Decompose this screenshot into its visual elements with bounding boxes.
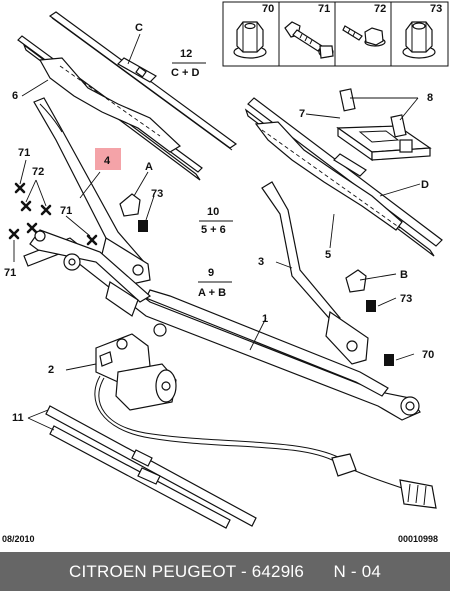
callout-71-bottom: 71 <box>4 267 16 279</box>
wiper-blade-6 <box>17 35 203 181</box>
callout-6: 6 <box>12 90 18 102</box>
callout-12-sub: C + D <box>171 67 199 79</box>
callout-71-top: 71 <box>18 147 30 159</box>
wiper-motor-2 <box>94 333 437 509</box>
callout-11: 11 <box>12 412 24 424</box>
cap-b <box>345 269 367 293</box>
callout-d: D <box>421 179 429 191</box>
callout-8: 8 <box>427 92 433 104</box>
callout-72: 72 <box>32 166 44 178</box>
nut-73-marker-icon <box>366 300 376 312</box>
callout-4: 4 <box>104 155 111 167</box>
wiper-arm-4 <box>33 97 151 285</box>
inset-label-73: 73 <box>430 3 442 15</box>
callout-b: B <box>400 269 408 281</box>
bolt-71-icon <box>284 21 334 59</box>
callout-3: 3 <box>258 256 264 268</box>
callout-c: C <box>135 22 143 34</box>
callout-70: 70 <box>422 349 434 361</box>
inset-label-71: 71 <box>318 3 330 15</box>
wiper-linkage-1 <box>23 229 421 421</box>
inset-label-72: 72 <box>374 3 386 15</box>
callout-10-sub: 5 + 6 <box>201 224 226 236</box>
leader-lines <box>13 33 421 431</box>
hardware-inset: 70 71 72 73 <box>222 1 449 67</box>
wiper-arm-3 <box>261 181 369 365</box>
callout-71-mid: 71 <box>60 205 72 217</box>
callout-9: 9 <box>208 267 214 279</box>
diagram-date: 08/2010 <box>2 534 35 544</box>
footer-bar: CITROEN PEUGEOT - 6429l6 N - 04 <box>0 552 450 591</box>
flange-nut-70-marker-icon <box>384 354 394 366</box>
callout-labels: C 12 C + D 6 4 A 73 71 72 71 71 10 5 + 6… <box>4 22 434 424</box>
callout-7: 7 <box>299 108 305 120</box>
callout-12: 12 <box>180 48 192 60</box>
cap-a <box>119 193 141 217</box>
callout-a: A <box>145 161 153 173</box>
callout-1: 1 <box>262 313 268 325</box>
footer-part-reference: CITROEN PEUGEOT - 6429l6 N - 04 <box>68 561 382 581</box>
x-marker-icons <box>8 182 98 246</box>
callout-5: 5 <box>325 249 331 261</box>
nut-73-icon <box>402 21 436 59</box>
inset-label-70: 70 <box>262 3 274 15</box>
callout-73-a: 73 <box>151 188 163 200</box>
callout-73-b: 73 <box>400 293 412 305</box>
callout-4-highlight <box>95 148 121 170</box>
diagram-reference: 00010998 <box>398 534 438 544</box>
wiper-blade-d <box>244 97 443 257</box>
flange-nut-70-icon <box>233 21 267 59</box>
callout-9-sub: A + B <box>198 287 226 299</box>
callout-10: 10 <box>207 206 219 218</box>
screw-72-icon <box>342 25 386 47</box>
callout-2: 2 <box>48 364 54 376</box>
wiper-refills-11 <box>45 405 257 529</box>
nut-73-marker-icon <box>138 220 148 232</box>
cap-8 <box>336 88 432 162</box>
wiper-blade-c <box>48 11 238 151</box>
